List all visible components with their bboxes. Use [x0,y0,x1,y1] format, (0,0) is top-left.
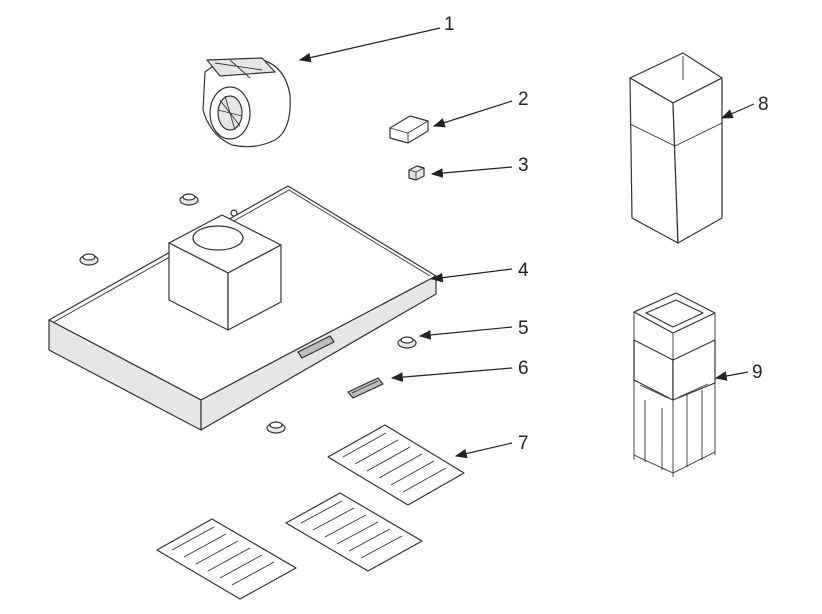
callout-8: 8 [758,94,769,115]
blower-motor-part [202,57,291,148]
grommet-part [79,193,417,434]
callout-5: 5 [518,318,529,339]
mounting-bracket-part [633,292,716,477]
callout-labels: 1 2 3 4 5 6 7 8 9 [444,14,769,454]
callout-7: 7 [518,433,529,454]
callout-3: 3 [518,155,529,176]
hood-body-part [48,185,437,431]
callout-4: 4 [518,260,529,281]
switch-part [389,115,429,144]
callout-1: 1 [444,14,455,35]
trim-strip-part [347,377,384,399]
grease-filter-part [156,424,465,600]
chimney-cover-part [629,52,723,244]
callout-arrows [298,27,755,459]
callout-6: 6 [518,358,529,379]
clip-part [408,165,425,181]
callout-2: 2 [518,89,529,110]
callout-9: 9 [752,362,763,383]
